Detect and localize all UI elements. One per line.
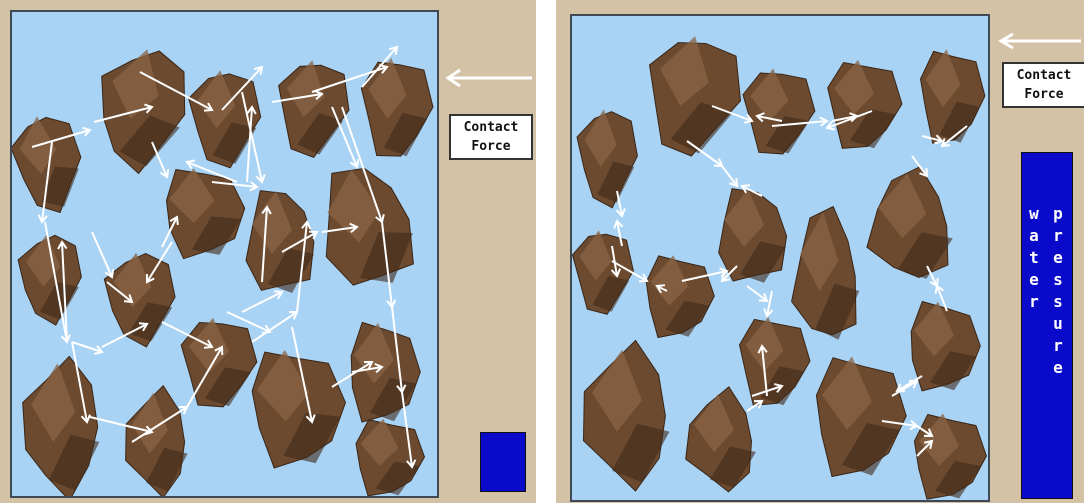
soil-grain [921,49,985,143]
soil-grain [828,60,902,149]
contact-force-arrow-icon [444,68,534,88]
soil-grain [743,69,815,155]
soil-grain [181,318,257,407]
soil-grain [573,230,634,314]
soil-container [570,14,990,502]
soil-grain [816,357,906,477]
soil-grain [584,340,670,491]
dry-soil-panel: Contact Force [0,0,536,503]
force-arrow [722,166,737,186]
soil-grain [792,207,860,340]
soil-grain [312,161,421,294]
soil-grain [638,30,749,161]
soil-grain [577,109,637,208]
soil-grain [164,164,249,260]
soil-grain-diagram [572,16,988,500]
soil-grain [104,253,175,347]
contact-force-label-line2: Force [1007,85,1081,104]
force-arrow [242,291,282,312]
contact-force-label: Contact Force [449,114,533,160]
soil-container [10,10,439,498]
pressure-word: pressure [1048,203,1068,379]
soil-grain [740,317,811,406]
soil-grain [867,167,953,279]
contact-force-label-line2: Force [454,137,528,156]
contact-force-label-line1: Contact [454,118,528,137]
force-arrow [747,286,767,301]
contact-force-arrow-icon [997,32,1083,50]
water-pressure-bar: water pressure [1021,152,1073,499]
soil-grain-diagram [12,12,437,496]
soil-grain [719,189,787,283]
soil-grain [351,322,420,422]
soil-grain [273,57,353,160]
soil-grain [914,414,986,500]
soil-grain [646,255,714,337]
soil-grain [23,356,100,496]
soil-grain [356,419,425,496]
contact-force-label-line1: Contact [1007,66,1081,85]
water-word: water [1024,203,1044,313]
force-arrow [92,232,113,277]
force-arrow [897,376,922,391]
soil-grain [911,302,980,391]
force-arrow [616,191,624,216]
contact-force-label: Contact Force [1002,62,1084,108]
soil-grain [686,387,756,492]
water-pressure-bar-small [480,432,526,492]
saturated-soil-panel: Contact Force water pressure [556,0,1084,503]
force-arrow [72,342,102,354]
